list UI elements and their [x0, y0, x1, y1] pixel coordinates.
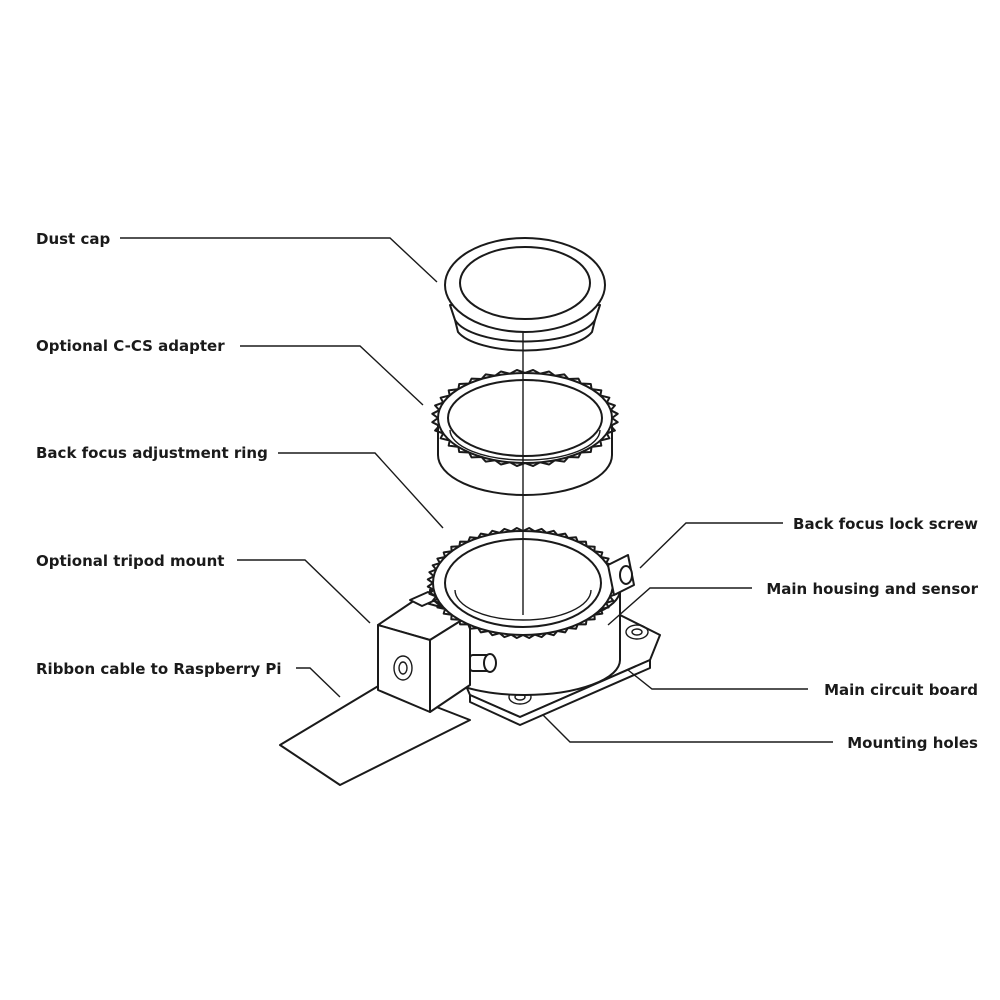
- label-dust-cap: Dust cap: [36, 230, 111, 248]
- cs-adapter: [431, 369, 619, 496]
- label-focus-ring: Back focus adjustment ring: [36, 444, 268, 462]
- label-mounting-holes: Mounting holes: [847, 734, 978, 752]
- back-focus-lock-screw: [607, 554, 635, 596]
- label-housing-sensor: Main housing and sensor: [766, 580, 978, 598]
- tripod-lock-screw: [469, 653, 497, 673]
- dust-cap: [444, 237, 606, 352]
- label-ribbon-cable: Ribbon cable to Raspberry Pi: [36, 660, 282, 678]
- tripod-mount: [377, 591, 471, 713]
- label-cs-adapter: Optional C-CS adapter: [36, 337, 225, 355]
- mounting-hole-right: [625, 624, 649, 640]
- label-lock-screw: Back focus lock screw: [793, 515, 978, 533]
- ribbon-cable: [279, 684, 471, 786]
- label-tripod-mount: Optional tripod mount: [36, 552, 225, 570]
- leader-lines: [120, 237, 833, 743]
- label-circuit-board: Main circuit board: [824, 681, 978, 699]
